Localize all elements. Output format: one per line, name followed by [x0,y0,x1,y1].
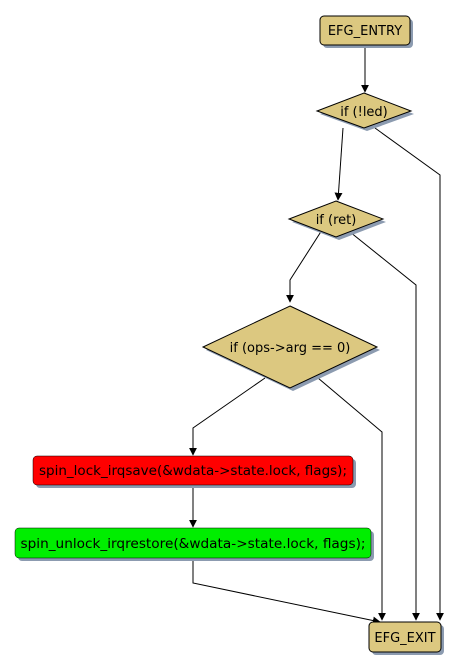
edges [189,46,444,625]
node-cond1-label: if (!led) [340,105,388,120]
edge-unlock-exit [192,560,381,625]
node-entry: EFG_ENTRY [319,15,413,48]
edge-cond3-exit [317,377,386,621]
node-cond2-label: if (ret) [316,213,357,228]
node-cond1: if (!led) [315,92,414,131]
edge-cond3-lock [189,377,266,456]
node-cond2: if (ret) [287,200,386,240]
edge-cond2-cond3 [286,229,323,303]
node-cond3-label: if (ops->arg == 0) [230,341,351,356]
edge-cond1-cond2 [334,127,344,201]
edge-cond2-exit [349,231,420,621]
node-lock-label: spin_lock_irqsave(&wdata->state.lock, fl… [39,464,347,479]
node-unlock-label: spin_unlock_irqrestore(&wdata->state.loc… [21,537,366,552]
node-lock: spin_lock_irqsave(&wdata->state.lock, fl… [32,455,356,488]
node-cond3: if (ops->arg == 0) [201,305,380,391]
node-unlock: spin_unlock_irqrestore(&wdata->state.loc… [14,527,374,561]
node-entry-label: EFG_ENTRY [328,24,402,39]
node-exit-label: EFG_EXIT [374,631,435,646]
edge-cond1-exit [374,127,444,621]
node-exit: EFG_EXIT [368,621,444,655]
